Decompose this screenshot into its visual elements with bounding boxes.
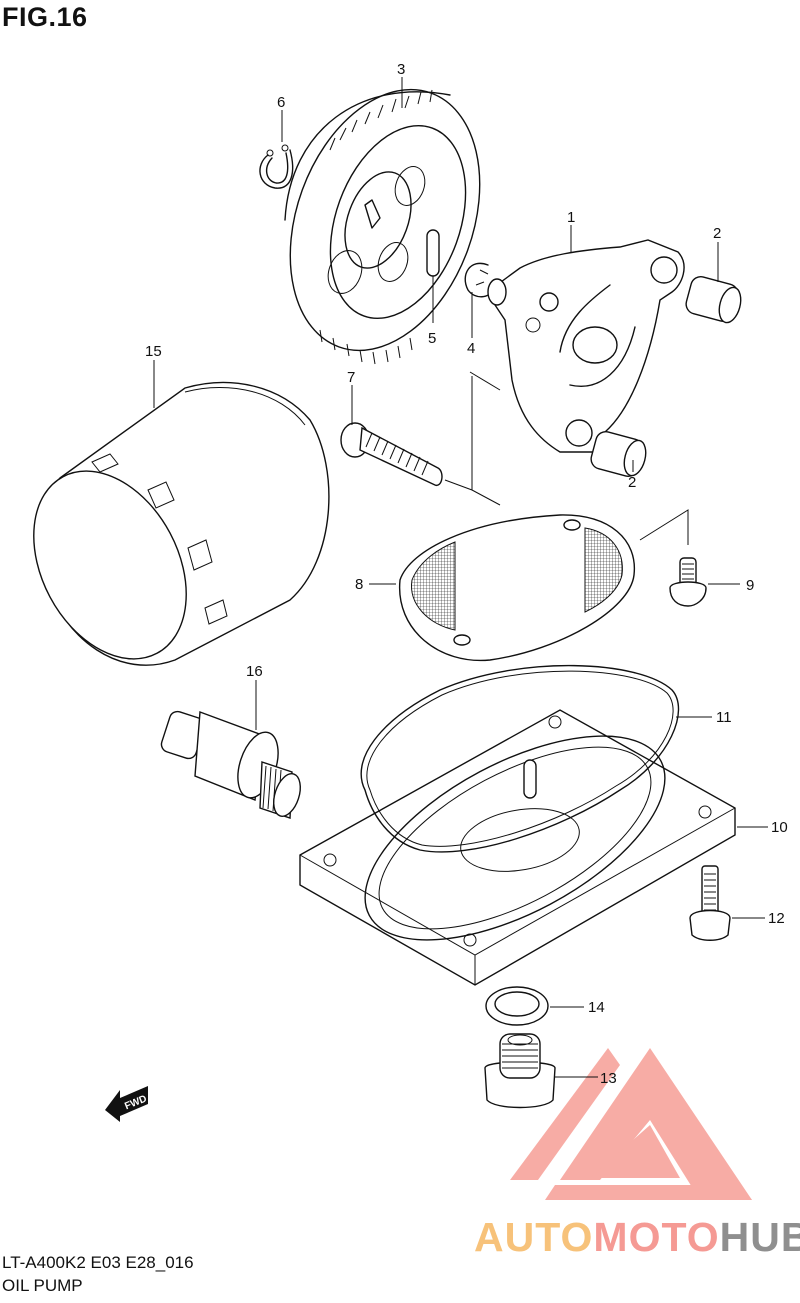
part-3-gear bbox=[284, 88, 481, 365]
assembly-reference-line bbox=[444, 371, 501, 506]
callout-15: 15 bbox=[145, 343, 162, 360]
callout-8: 8 bbox=[355, 576, 363, 593]
callout-5: 5 bbox=[428, 330, 436, 347]
callout-13: 13 bbox=[600, 1070, 617, 1087]
callout-11: 11 bbox=[716, 709, 732, 726]
section-name: OIL PUMP bbox=[2, 1276, 83, 1295]
callout-1: 1 bbox=[567, 209, 575, 226]
part-16-pressure-switch bbox=[160, 710, 301, 819]
callout-10: 10 bbox=[771, 819, 788, 836]
part-5-pin bbox=[426, 229, 440, 277]
part-12-bolt bbox=[689, 865, 731, 941]
model-code: LT-A400K2 E03 E28_016 bbox=[2, 1253, 194, 1272]
watermark-auto: AUTO bbox=[474, 1214, 594, 1260]
watermark-logo bbox=[510, 1048, 752, 1200]
watermark-hub: HUB bbox=[719, 1214, 800, 1260]
callout-3: 3 bbox=[397, 61, 405, 78]
part-11-o-ring bbox=[360, 664, 680, 853]
part-2-dowel-lower bbox=[590, 430, 647, 478]
part-15-oil-filter bbox=[33, 381, 330, 666]
part-13-drain-plug bbox=[484, 1033, 556, 1109]
part-1-oil-pump bbox=[487, 239, 685, 453]
part-7-screw bbox=[340, 422, 443, 486]
callout-2-lower: 2 bbox=[628, 474, 636, 491]
part-9-bolt bbox=[669, 557, 707, 607]
callout-9: 9 bbox=[746, 577, 754, 594]
watermark-moto: MOTO bbox=[593, 1214, 720, 1260]
assembly-reference-line-2 bbox=[639, 509, 689, 545]
callout-6: 6 bbox=[277, 94, 285, 111]
part-8-strainer bbox=[399, 514, 636, 662]
callout-12: 12 bbox=[768, 910, 785, 927]
part-2-dowel-upper bbox=[685, 275, 742, 324]
leader-lines bbox=[153, 77, 768, 1078]
fwd-arrow-icon: FWD bbox=[105, 1086, 148, 1122]
part-4-e-ring bbox=[464, 262, 493, 298]
figure-title: FIG.16 bbox=[2, 2, 88, 32]
part-6-circlip bbox=[259, 144, 294, 189]
callout-4: 4 bbox=[467, 340, 475, 357]
part-14-gasket bbox=[485, 986, 549, 1026]
callout-16: 16 bbox=[246, 663, 263, 680]
part-10-sump-cover bbox=[299, 709, 736, 986]
callout-7: 7 bbox=[347, 369, 355, 386]
callout-2-upper: 2 bbox=[713, 225, 721, 242]
watermark-text: AUTOMOTOHUB bbox=[474, 1214, 800, 1261]
callout-14: 14 bbox=[588, 999, 605, 1016]
